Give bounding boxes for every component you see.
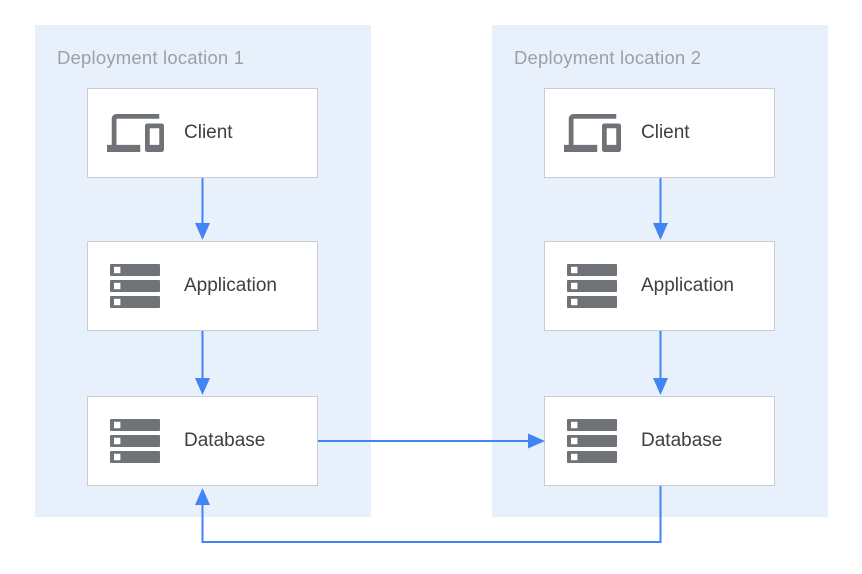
panel-deployment-location-2: Deployment location 2 Client [492, 25, 828, 517]
server-stack-icon [103, 419, 167, 463]
node-label: Database [641, 430, 723, 451]
panel-title-2: Deployment location 2 [514, 47, 702, 68]
node-label: Client [641, 122, 690, 143]
node-database-1: Database [87, 396, 318, 486]
node-client-1: Client [87, 88, 318, 178]
devices-icon [103, 114, 167, 152]
node-database-2: Database [544, 396, 775, 486]
node-application-2: Application [544, 241, 775, 331]
node-client-2: Client [544, 88, 775, 178]
panel-title-1: Deployment location 1 [57, 47, 245, 68]
devices-icon [560, 114, 624, 152]
node-label: Application [641, 275, 734, 296]
server-stack-icon [103, 264, 167, 308]
server-stack-icon [560, 264, 624, 308]
node-label: Client [184, 122, 233, 143]
node-application-1: Application [87, 241, 318, 331]
node-label: Database [184, 430, 266, 451]
node-label: Application [184, 275, 277, 296]
server-stack-icon [560, 419, 624, 463]
panel-deployment-location-1: Deployment location 1 Client [35, 25, 371, 517]
